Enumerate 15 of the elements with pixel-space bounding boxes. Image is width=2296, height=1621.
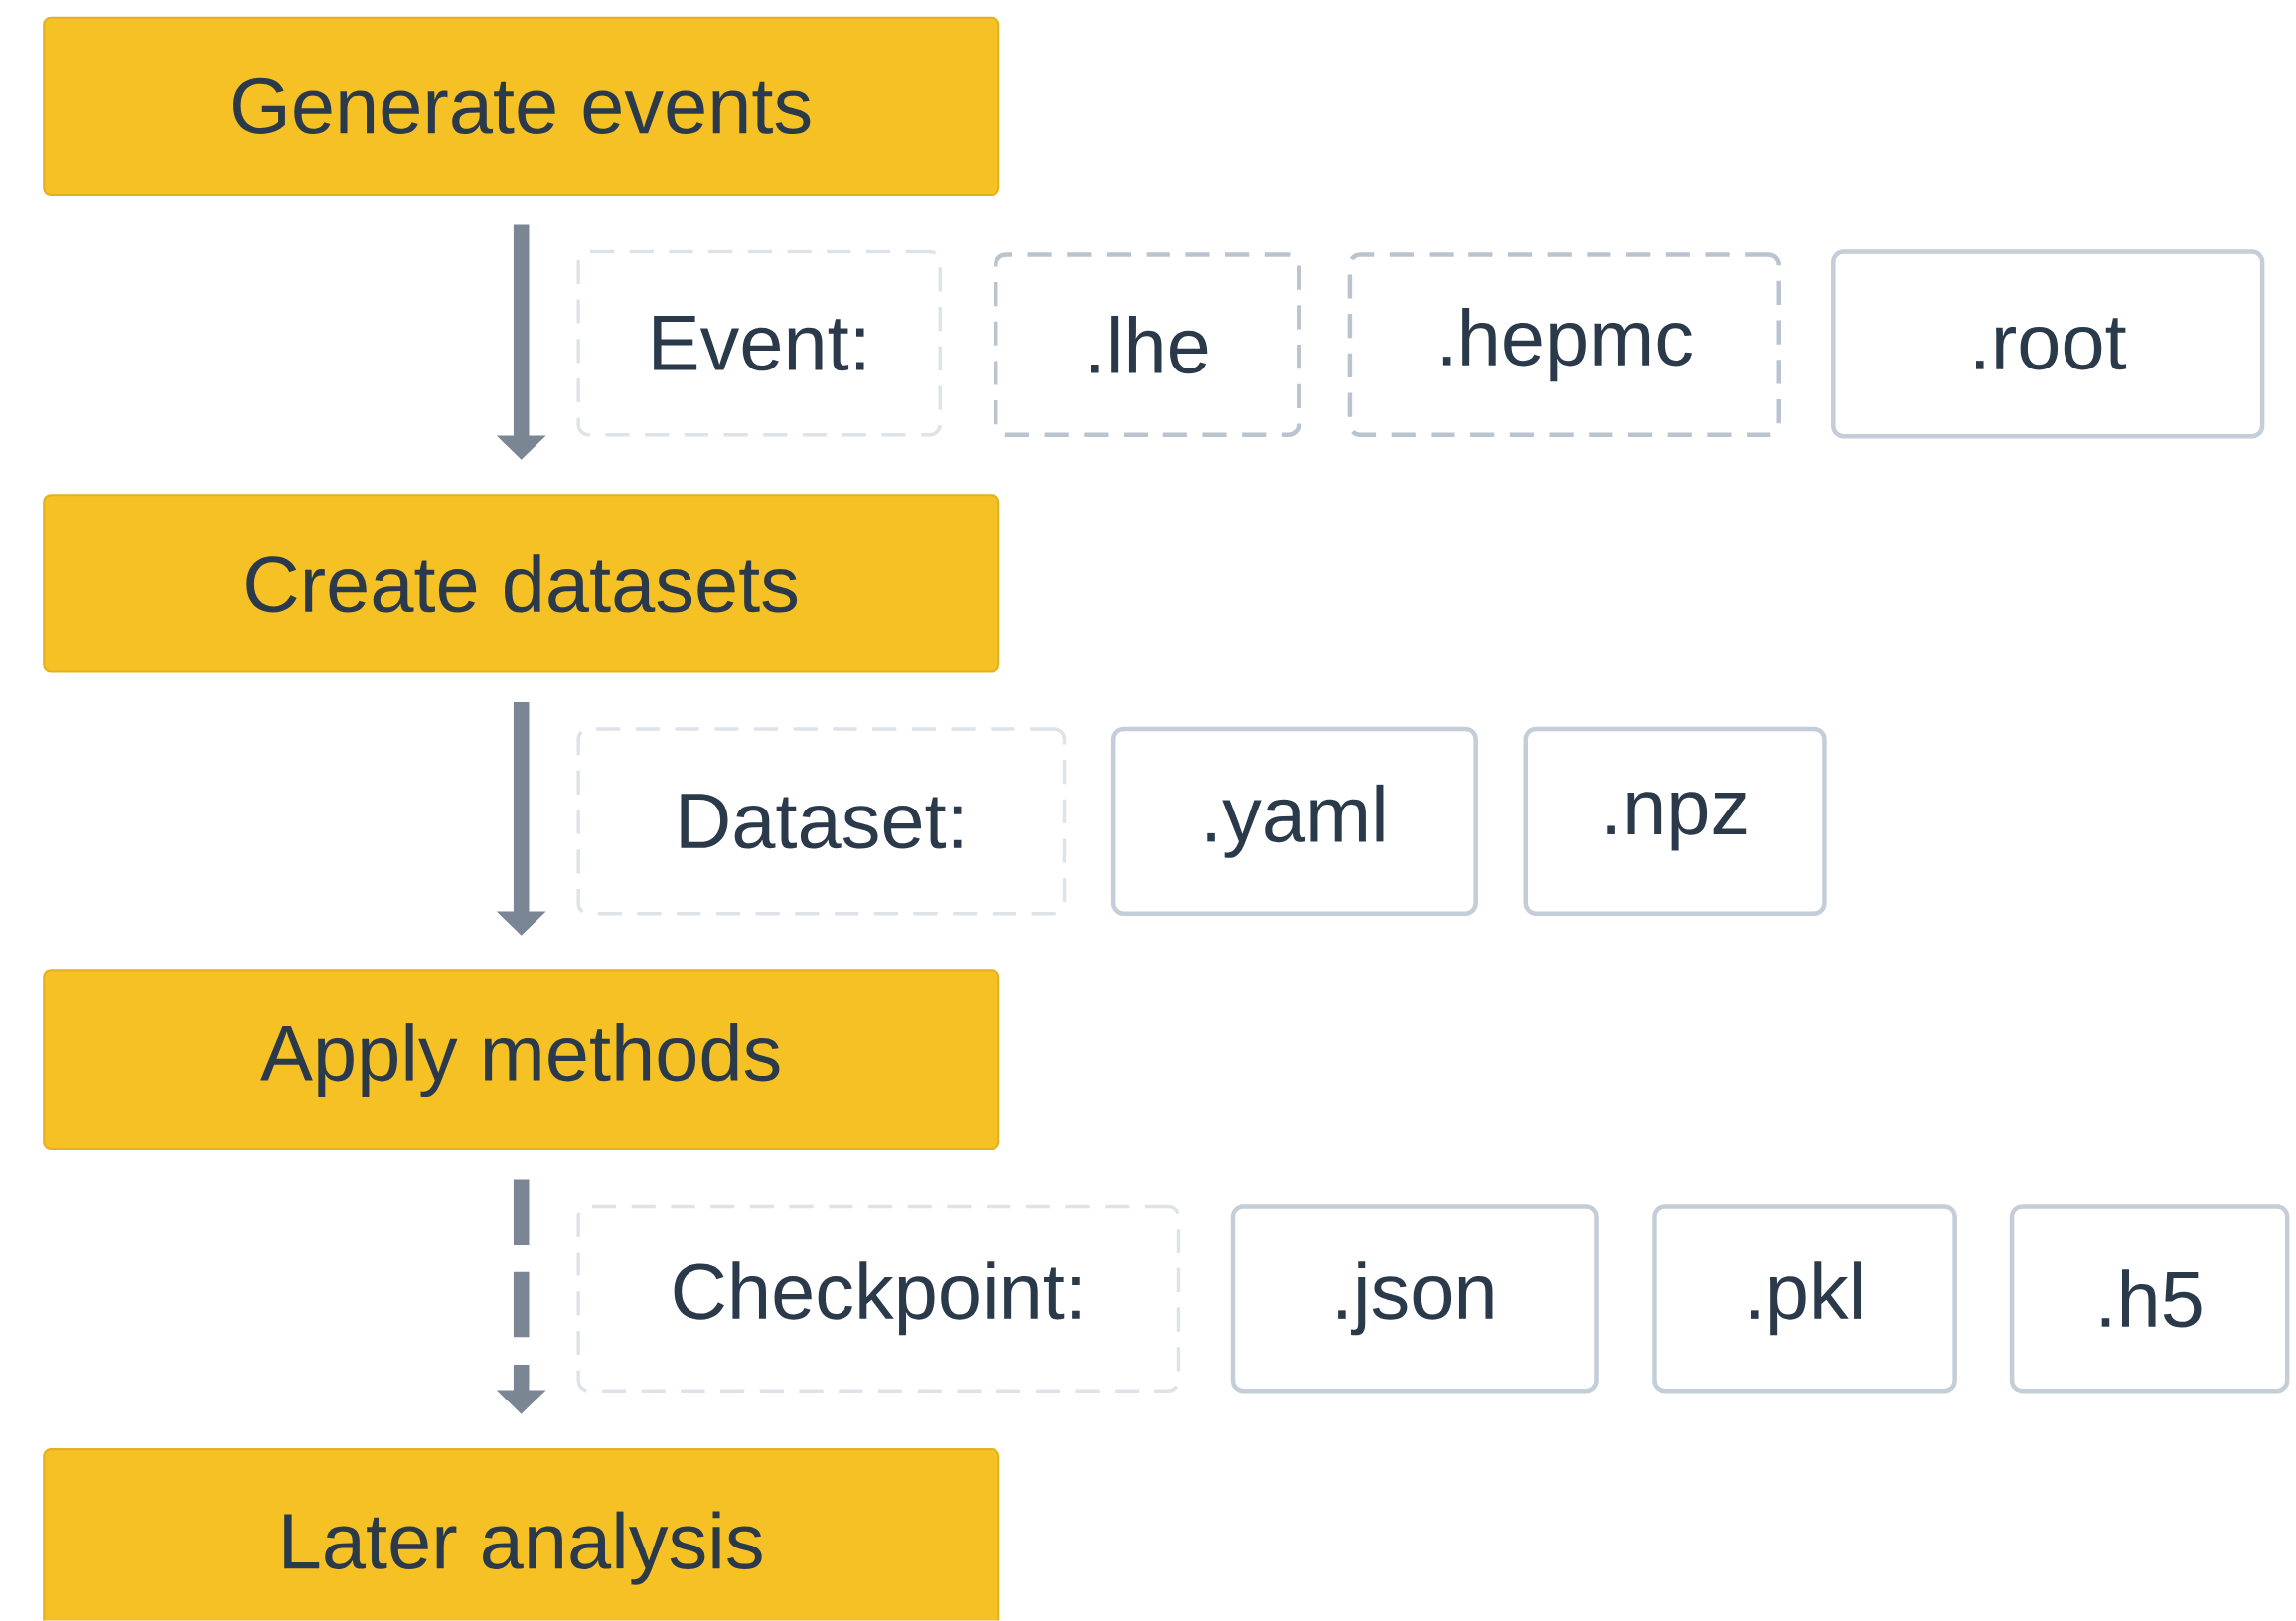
format-box: .lhe (994, 252, 1301, 438)
process-box: Apply methods (43, 969, 1000, 1151)
format-box: .h5 (2009, 1204, 2290, 1394)
type-label-box: Event: (576, 250, 942, 437)
process-box: Later analysis (43, 1448, 1000, 1621)
format-box: .hepmc (1347, 252, 1781, 438)
format-box: .json (1230, 1204, 1599, 1394)
format-box: .root (1831, 249, 2265, 439)
type-label-box: Checkpoint: (576, 1204, 1181, 1394)
process-box: Generate events (43, 16, 1000, 197)
format-box: .yaml (1110, 726, 1478, 917)
format-box: .npz (1523, 726, 1827, 917)
format-box: .pkl (1652, 1204, 1957, 1394)
type-label-box: Dataset: (576, 727, 1067, 916)
process-box: Create datasets (43, 494, 1000, 673)
